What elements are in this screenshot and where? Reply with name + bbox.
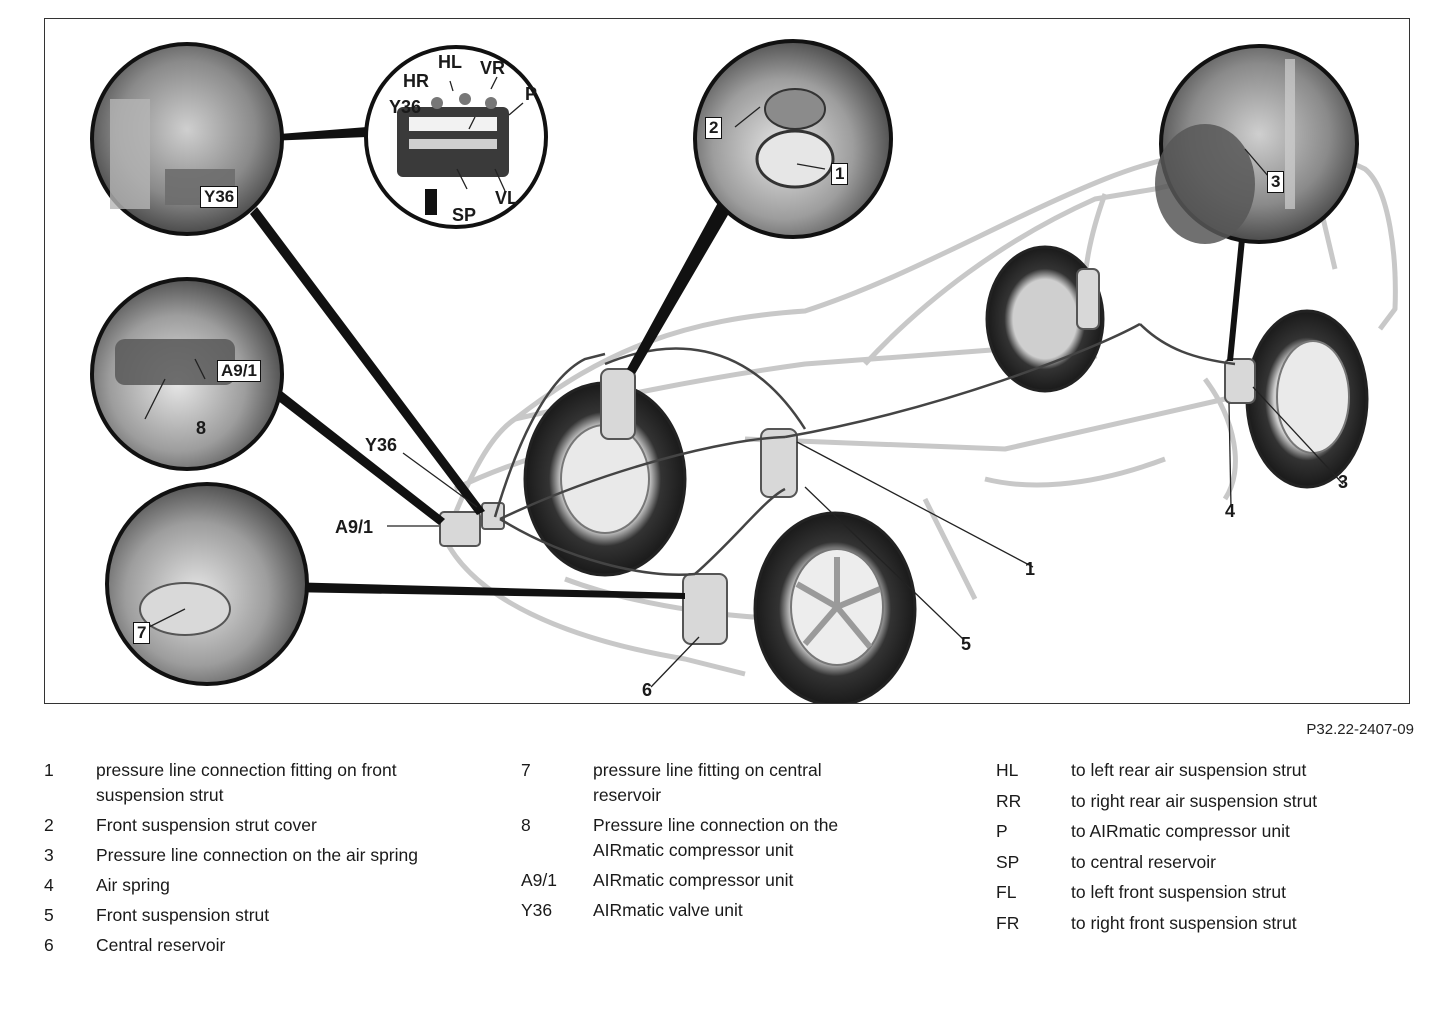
legend-row: RR to right rear air suspension strut bbox=[996, 789, 1416, 814]
callout-8: 8 bbox=[196, 418, 207, 438]
legend-row: 6 Central reservoir bbox=[44, 933, 464, 958]
struts-and-parts bbox=[439, 268, 1256, 645]
legend-text: AIRmatic compressor unit bbox=[593, 870, 794, 890]
inset-circle-valve-left bbox=[90, 42, 284, 236]
legend-text: Central reservoir bbox=[96, 935, 226, 955]
callout-3: 3 bbox=[1338, 472, 1349, 492]
callout-a91-main: A9/1 bbox=[335, 517, 374, 537]
legend-row: 7 pressure line fitting on central reserv… bbox=[521, 758, 921, 808]
legend-key: 2 bbox=[44, 815, 54, 835]
legend-row: 5 Front suspension strut bbox=[44, 903, 464, 928]
callout-1: 1 bbox=[1025, 559, 1036, 579]
legend-key: Y36 bbox=[521, 900, 553, 920]
legend-text: AIRmatic valve unit bbox=[593, 900, 743, 920]
legend-text: Pressure line connection on the air spri… bbox=[96, 845, 418, 865]
legend-row: 2 Front suspension strut cover bbox=[44, 813, 464, 838]
legend-key: HL bbox=[996, 760, 1019, 780]
leader-wedges bbox=[250, 127, 1247, 599]
legend-key: RR bbox=[996, 790, 1022, 811]
callout-sp: SP bbox=[452, 205, 477, 225]
legend-row: 1 pressure line connection fitting on fro… bbox=[44, 758, 464, 808]
pressure-lines bbox=[493, 322, 1236, 576]
legend-row: 3 Pressure line connection on the air spr… bbox=[44, 843, 464, 868]
inset-circle-air-spring bbox=[1155, 44, 1359, 244]
callout-5: 5 bbox=[961, 634, 972, 654]
legend-text: to right rear air suspension strut bbox=[1071, 790, 1318, 811]
legend-text: Front suspension strut cover bbox=[96, 815, 317, 835]
callout-leaders bbox=[144, 76, 1344, 688]
compressor-unit bbox=[439, 511, 481, 547]
legend-row: FL to left front suspension strut bbox=[996, 880, 1416, 905]
legend-column-2: 7 pressure line fitting on central reserv… bbox=[521, 758, 921, 928]
legend-row: Y36 AIRmatic valve unit bbox=[521, 898, 921, 923]
legend-column-1: 1 pressure line connection fitting on fro… bbox=[44, 758, 464, 963]
callout-hr: HR bbox=[403, 71, 429, 91]
callout-y36-inset: Y36 bbox=[200, 186, 239, 208]
figure-reference: P32.22-2407-09 bbox=[1306, 721, 1414, 738]
callout-2: 2 bbox=[705, 117, 723, 139]
legend-key: 1 bbox=[44, 760, 54, 780]
legend-text: to left rear air suspension strut bbox=[1071, 760, 1307, 780]
legend-key: 4 bbox=[44, 875, 54, 895]
legend-key: P bbox=[996, 821, 1008, 841]
callout-hl: HL bbox=[438, 52, 462, 72]
legend-text: Air spring bbox=[96, 875, 170, 895]
legend-key: A9/1 bbox=[521, 870, 557, 890]
legend-row: SP to central reservoir bbox=[996, 850, 1416, 875]
legend-text: to right front suspension strut bbox=[1071, 912, 1297, 933]
central-reservoir bbox=[682, 573, 728, 645]
inset-circle-compressor bbox=[90, 277, 284, 471]
legend-text: pressure line connection fitting on fron… bbox=[96, 760, 397, 805]
legend-key: FR bbox=[996, 912, 1020, 933]
suspension-diagram: HL VR HR P Y36 VL SP Y36 A9/1 8 7 2 1 3 … bbox=[44, 18, 1410, 704]
callout-p: P bbox=[525, 84, 538, 104]
legend-text: Pressure line connection on the AIRmatic… bbox=[593, 815, 839, 860]
callout-4: 4 bbox=[1225, 501, 1236, 521]
legend-row: FR to right front suspension strut bbox=[996, 911, 1416, 936]
front-left-wheel bbox=[523, 381, 687, 577]
callout-a91-inset: A9/1 bbox=[217, 360, 261, 382]
legend-key: 7 bbox=[521, 760, 531, 780]
callout-y36-main: Y36 bbox=[365, 435, 398, 455]
legend-key: SP bbox=[996, 851, 1020, 872]
inset-circle-reservoir bbox=[105, 482, 309, 686]
legend-text: Front suspension strut bbox=[96, 905, 270, 925]
legend-key: FL bbox=[996, 882, 1017, 902]
legend-key: 8 bbox=[521, 815, 531, 835]
legend-text: pressure line fitting on central reservo… bbox=[593, 760, 822, 805]
callout-1-inset: 1 bbox=[831, 163, 849, 185]
inset-circle-strut-cover bbox=[693, 39, 893, 239]
inset-circle-valve-unit bbox=[364, 45, 548, 229]
legend-row: 4 Air spring bbox=[44, 873, 464, 898]
callout-y36-valve: Y36 bbox=[389, 97, 422, 117]
legend-key: 6 bbox=[44, 935, 54, 955]
legend-key: 5 bbox=[44, 905, 54, 925]
legend-text: to AIRmatic compressor unit bbox=[1071, 821, 1290, 841]
callout-7: 7 bbox=[133, 622, 151, 644]
front-right-wheel bbox=[753, 511, 917, 703]
legend-row: A9/1 AIRmatic compressor unit bbox=[521, 868, 921, 893]
callout-vr: VR bbox=[480, 58, 506, 78]
legend-text: to central reservoir bbox=[1071, 851, 1216, 872]
diagram-drawing bbox=[90, 39, 1398, 703]
callout-3-inset: 3 bbox=[1267, 171, 1285, 193]
legend-row: 8 Pressure line connection on the AIRmati… bbox=[521, 813, 921, 863]
legend-text: to left front suspension strut bbox=[1071, 882, 1286, 902]
legend-row: HL to left rear air suspension strut bbox=[996, 758, 1416, 783]
callout-6: 6 bbox=[642, 680, 653, 700]
valve-unit bbox=[481, 502, 505, 530]
legend-key: 3 bbox=[44, 845, 54, 865]
callout-vl: VL bbox=[495, 188, 519, 208]
